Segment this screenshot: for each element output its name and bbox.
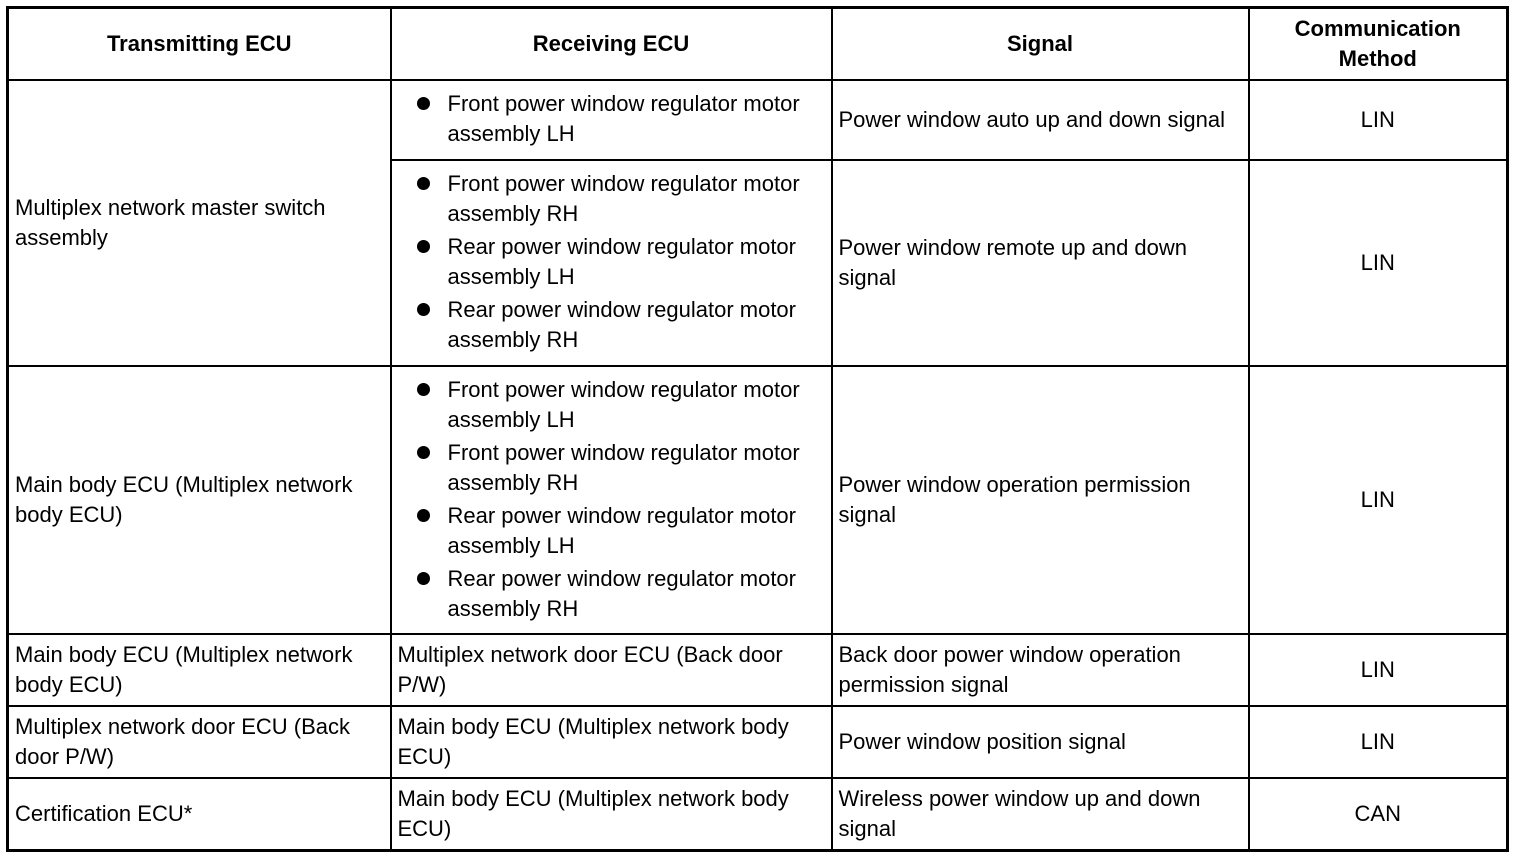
header-method-line1: Communication [1294, 16, 1461, 41]
signal-cell: Back door power window operation permiss… [830, 633, 1250, 707]
header-receiving-ecu: Receiving ECU [389, 6, 833, 81]
method-cell: LIN [1247, 365, 1509, 635]
method-cell: LIN [1247, 79, 1509, 161]
transmitting-ecu-cell: Main body ECU (Multiplex network body EC… [6, 633, 392, 707]
receiving-ecu-cell: Front power window regulator motor assem… [389, 79, 833, 161]
transmitting-ecu-cell: Certification ECU* [6, 777, 392, 852]
table-row: Multiplex network master switch assembly… [6, 79, 1509, 367]
receiving-ecu-cell: Multiplex network door ECU (Back door P/… [389, 633, 833, 707]
header-signal: Signal [830, 6, 1250, 81]
method-cell: LIN [1247, 159, 1509, 367]
method-cell: CAN [1247, 777, 1509, 852]
signal-cell: Wireless power window up and down signal [830, 777, 1250, 852]
header-row: Transmitting ECU Receiving ECU Signal Co… [6, 6, 1509, 81]
transmitting-ecu-cell: Multiplex network master switch assembly [6, 79, 392, 367]
signal-cell: Power window remote up and down signal [830, 159, 1250, 367]
signal-cell: Power window position signal [830, 705, 1250, 779]
receiving-ecu-cell: Main body ECU (Multiplex network body EC… [389, 777, 833, 852]
table-row: Front power window regulator motor assem… [8, 159, 1509, 367]
receiver-list: Front power window regulator motor assem… [412, 169, 825, 355]
header-method-line2: Method [1338, 46, 1417, 71]
receiver-list: Front power window regulator motor assem… [412, 375, 825, 624]
receiver-item: Rear power window regulator motor assemb… [412, 564, 825, 624]
receiver-item: Front power window regulator motor assem… [412, 89, 825, 149]
method-cell: LIN [1247, 633, 1509, 707]
method-cell: LIN [1247, 705, 1509, 779]
header-communication-method: Communication Method [1247, 6, 1509, 81]
ecu-communication-table: Transmitting ECU Receiving ECU Signal Co… [6, 6, 1509, 852]
table-row: Multiplex network door ECU (Back door P/… [6, 705, 1509, 779]
signal-cell: Power window auto up and down signal [830, 79, 1250, 161]
header-transmitting-ecu: Transmitting ECU [6, 6, 392, 81]
receiver-item: Rear power window regulator motor assemb… [412, 232, 825, 292]
receiver-item: Front power window regulator motor assem… [412, 375, 825, 435]
receiving-ecu-cell: Front power window regulator motor assem… [389, 365, 833, 635]
table-row: Certification ECU* Main body ECU (Multip… [6, 777, 1509, 852]
receiver-item: Front power window regulator motor assem… [412, 438, 825, 498]
transmitting-ecu-cell: Main body ECU (Multiplex network body EC… [6, 365, 392, 635]
transmitting-ecu-cell: Multiplex network door ECU (Back door P/… [6, 705, 392, 779]
table-row: Main body ECU (Multiplex network body EC… [6, 633, 1509, 707]
receiver-item: Rear power window regulator motor assemb… [412, 295, 825, 355]
receiver-list: Front power window regulator motor assem… [412, 89, 825, 149]
table-row: Main body ECU (Multiplex network body EC… [6, 365, 1509, 635]
receiving-ecu-cell: Main body ECU (Multiplex network body EC… [389, 705, 833, 779]
receiver-item: Front power window regulator motor assem… [412, 169, 825, 229]
receiving-ecu-cell: Front power window regulator motor assem… [389, 159, 833, 367]
signal-cell: Power window operation permission signal [830, 365, 1250, 635]
receiver-item: Rear power window regulator motor assemb… [412, 501, 825, 561]
